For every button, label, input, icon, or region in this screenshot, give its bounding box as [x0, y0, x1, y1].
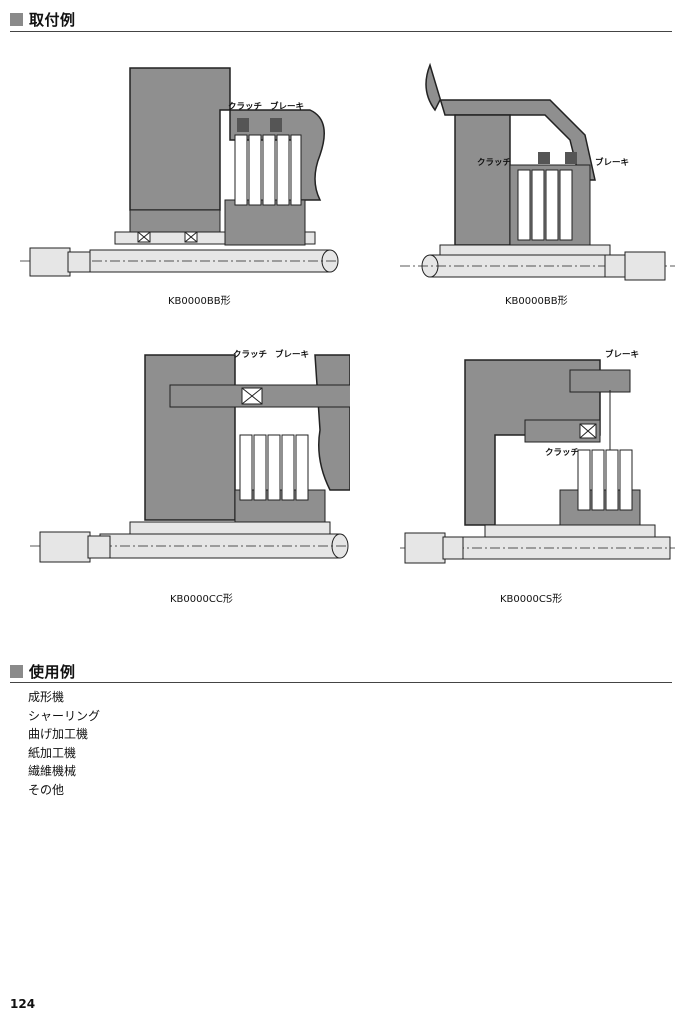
- brake-label: ブレーキ: [270, 102, 305, 112]
- list-item: 紙加工機: [28, 745, 77, 760]
- figure-caption: KB0000BB形: [168, 296, 231, 307]
- figure-caption: KB0000CC形: [170, 594, 233, 605]
- figure-cs: ブレーキ クラッチ: [400, 340, 675, 585]
- list-item: その他: [28, 782, 65, 797]
- figure-caption: KB0000CS形: [500, 594, 563, 605]
- list-item: 成形機: [28, 690, 65, 704]
- brake-label: ブレーキ: [595, 158, 630, 168]
- mounting-diagram: [30, 354, 350, 563]
- list-item: 繊維機械: [28, 764, 77, 778]
- clutch-label: クラッチ: [228, 102, 263, 112]
- brake-label: ブレーキ: [275, 350, 310, 360]
- page-number: 124: [10, 997, 36, 1011]
- section-divider: [10, 31, 672, 32]
- section-header-usage: 使用例: [10, 661, 76, 682]
- figure-bb-right: クラッチ ブレーキ: [400, 60, 675, 300]
- clutch-label: クラッチ: [233, 350, 268, 360]
- section-divider: [10, 682, 672, 683]
- section-title: 取付例: [29, 11, 76, 29]
- list-item: シャーリング: [28, 708, 101, 723]
- mounting-diagram: [400, 62, 675, 281]
- section-marker-icon: [10, 13, 23, 26]
- clutch-label: クラッチ: [545, 448, 580, 458]
- figure-bb-left: クラッチ ブレーキ: [20, 60, 340, 300]
- section-title: 使用例: [29, 663, 76, 681]
- usage-list: 成形機 シャーリング 曲げ加工機 紙加工機 繊維機械 その他: [28, 688, 100, 799]
- section-marker-icon: [10, 665, 23, 678]
- clutch-label: クラッチ: [477, 158, 512, 168]
- figure-caption: KB0000BB形: [505, 296, 568, 307]
- figure-cc: クラッチ ブレーキ: [30, 340, 350, 585]
- mounting-diagram: [400, 359, 675, 564]
- mounting-diagram: [20, 67, 339, 277]
- brake-label: ブレーキ: [605, 350, 640, 360]
- list-item: 曲げ加工機: [28, 727, 89, 741]
- section-header-mounting: 取付例: [10, 9, 76, 30]
